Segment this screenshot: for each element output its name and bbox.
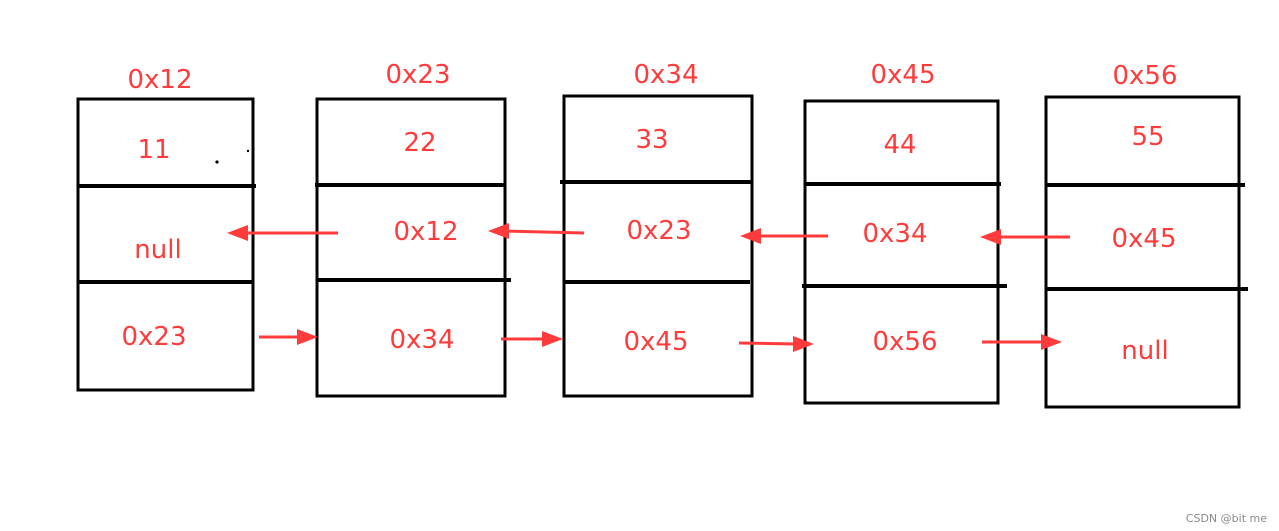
stray-dot <box>246 149 250 153</box>
node-0x45: 0x45 44 0x34 0x56 <box>802 60 1007 405</box>
node-address-label: 0x56 <box>1112 61 1177 91</box>
node-box <box>315 97 507 398</box>
node-prev: null <box>134 235 181 265</box>
arrow-left <box>740 228 828 244</box>
prev-arrows <box>227 223 1070 245</box>
node-prev: 0x23 <box>626 216 691 246</box>
node-value: 55 <box>1131 122 1164 152</box>
node-value: 33 <box>635 125 668 155</box>
node-address-label: 0x12 <box>127 65 192 95</box>
node-value: 22 <box>403 128 436 158</box>
node-0x56: 0x56 55 0x45 null <box>1044 61 1248 409</box>
node-prev: 0x12 <box>393 217 458 247</box>
watermark: CSDN @bit me <box>1185 512 1267 525</box>
node-address-label: 0x45 <box>870 60 935 90</box>
node-address-label: 0x34 <box>633 60 698 90</box>
node-value: 11 <box>137 135 170 165</box>
node-next: 0x56 <box>872 327 937 357</box>
node-prev: 0x34 <box>862 219 927 249</box>
node-box <box>76 97 255 392</box>
node-box <box>803 99 1000 405</box>
node-next: null <box>1121 336 1168 366</box>
node-0x23: 0x23 22 0x12 0x34 <box>315 60 511 398</box>
arrow-right <box>738 336 814 352</box>
arrow-left <box>980 229 1070 245</box>
node-next: 0x45 <box>623 327 688 357</box>
arrow-right <box>259 329 318 345</box>
node-box <box>1044 95 1241 409</box>
stray-dot <box>215 160 219 164</box>
next-arrows <box>259 329 1062 352</box>
arrow-right <box>982 334 1062 350</box>
node-0x12: 0x12 11 null 0x23 <box>76 65 256 392</box>
node-next: 0x23 <box>121 322 186 352</box>
arrow-left <box>227 225 338 241</box>
node-next: 0x34 <box>389 325 454 355</box>
node-value: 44 <box>883 130 916 160</box>
node-box <box>562 94 754 398</box>
node-0x34: 0x34 33 0x23 0x45 <box>560 60 754 398</box>
arrow-left <box>488 223 585 239</box>
node-prev: 0x45 <box>1111 224 1176 254</box>
node-address-label: 0x23 <box>385 60 450 90</box>
arrow-right <box>501 331 563 347</box>
